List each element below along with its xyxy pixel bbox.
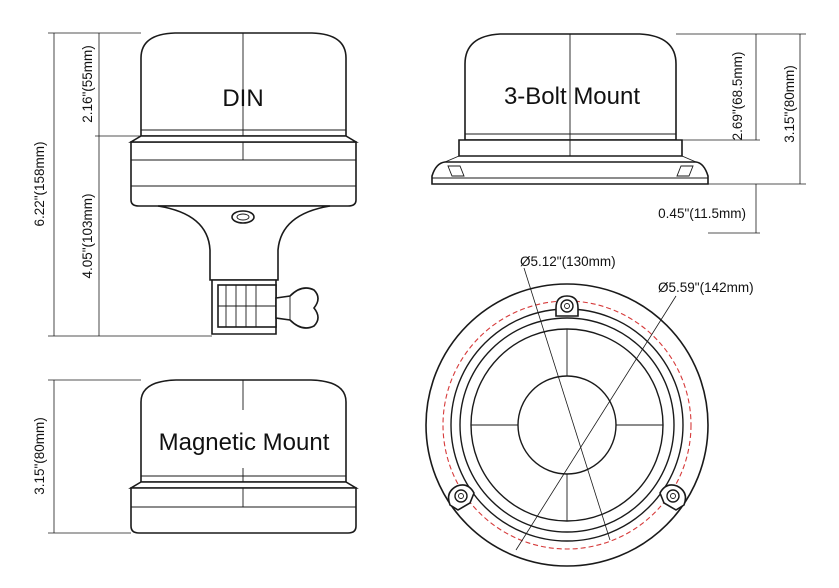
din-mount-view: DIN 6.22"(158mm) 2.16"(55mm) 4.05"(103mm… bbox=[32, 32, 359, 337]
top-view: Ø5.12"(130mm) Ø5.59"(142mm) bbox=[425, 254, 754, 567]
din-label: DIN bbox=[222, 85, 263, 112]
din-lens-height: 2.16"(55mm) bbox=[80, 45, 95, 123]
magnetic-mount-view: Magnetic Mount 3.15"(80mm) bbox=[32, 379, 359, 534]
bolt-hole-top bbox=[555, 295, 579, 317]
magnetic-mount-label: Magnetic Mount bbox=[159, 429, 330, 456]
outer-diameter-label: Ø5.59"(142mm) bbox=[658, 280, 754, 295]
bolt-hole-left bbox=[447, 484, 475, 511]
bolt-total-height: 3.15"(80mm) bbox=[782, 65, 797, 143]
bolt-mount-view: 3-Bolt Mount 2.69"(68.5mm) 3.15"(80mm) 0… bbox=[431, 33, 806, 234]
din-base-height: 4.05"(103mm) bbox=[80, 193, 95, 278]
bolt-lens-height: 2.69"(68.5mm) bbox=[730, 52, 745, 141]
bolt-flange-height: 0.45"(11.5mm) bbox=[658, 206, 746, 221]
magnetic-total-height: 3.15"(80mm) bbox=[32, 417, 47, 495]
bolt-mount-label: 3-Bolt Mount bbox=[504, 83, 640, 110]
inner-diameter-label: Ø5.12"(130mm) bbox=[520, 254, 616, 269]
din-total-height: 6.22"(158mm) bbox=[32, 141, 47, 226]
bolt-hole-right bbox=[659, 484, 687, 511]
